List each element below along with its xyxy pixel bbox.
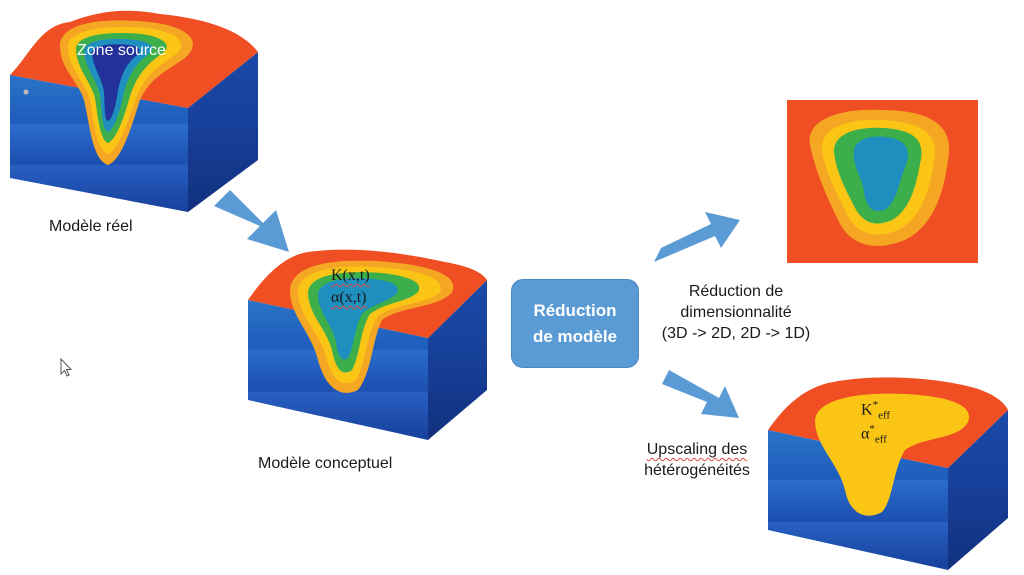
dimension-reduction-line1: Réduction de [688, 283, 784, 300]
real-model-side-face [188, 52, 258, 212]
upscaled-alpha-base: α [861, 425, 870, 443]
real-model-block [10, 10, 258, 212]
upscaled-model-block [768, 377, 1008, 570]
upscaled-alpha-sub: eff [874, 433, 887, 446]
model-reduction-line2: de modèle [532, 326, 618, 346]
upscaled-model-side-face [948, 410, 1008, 570]
upscaled-k-base: K [861, 401, 873, 419]
dimension-reduction-label: Réduction de dimensionnalité (3D -> 2D, … [648, 281, 824, 344]
arrow-to-upscaling [662, 370, 739, 418]
real-model-dot [23, 89, 29, 95]
model-reduction-line1: Réduction [533, 300, 617, 320]
upscaled-param-alpha: α*eff [861, 423, 887, 446]
conceptual-model-plume-teal [318, 278, 398, 360]
conceptual-param-k: K(x,t) [331, 267, 370, 285]
upscaled-k-sub: eff [878, 409, 891, 422]
conceptual-model-block [248, 249, 487, 440]
real-model-caption: Modèle réel [49, 218, 133, 235]
upscaled-param-k: K*eff [861, 399, 890, 422]
upscaling-line2: hétérogénéités [644, 462, 750, 479]
conceptual-param-alpha: α(x,t) [331, 289, 366, 307]
model-reduction-box: Réduction de modèle [511, 279, 639, 368]
reduced-2d-map [787, 100, 978, 263]
mouse-cursor-icon [60, 357, 73, 377]
dimension-reduction-line3: (3D -> 2D, 2D -> 1D) [661, 325, 811, 342]
arrow-real-to-conceptual [214, 190, 289, 252]
upscaling-line1-text: Upscaling des [646, 441, 748, 458]
dimension-reduction-line2: dimensionnalité [680, 304, 792, 321]
real-model-plume-core [92, 44, 140, 121]
upscaled-k-sup: * [872, 399, 879, 411]
conceptual-param-k-text: K(x,t) [331, 267, 370, 284]
reduced-map-teal [853, 136, 908, 212]
upscaled-model-plume-yellow [815, 393, 970, 516]
conceptual-model-caption: Modèle conceptuel [258, 455, 393, 472]
arrow-to-dimension-reduction [654, 212, 740, 262]
conceptual-model-side-face [428, 280, 487, 440]
upscaling-line1: Upscaling des [634, 439, 760, 460]
upscaling-label: Upscaling des hétérogénéités [634, 439, 760, 481]
zone-source-label: Zone source [77, 42, 166, 59]
upscaled-alpha-sup: * [869, 423, 875, 435]
conceptual-param-alpha-text: α(x,t) [331, 289, 367, 306]
